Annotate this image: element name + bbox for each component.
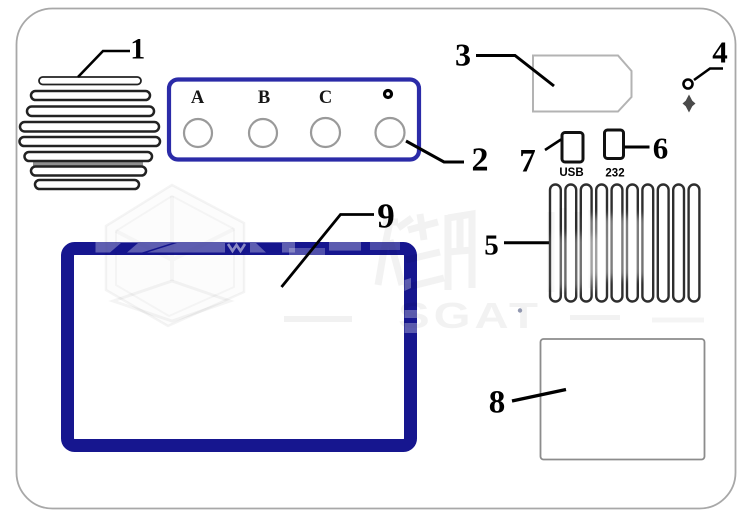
svg-text:4: 4 [712,35,728,70]
svg-text:7: 7 [519,144,536,180]
svg-text:2: 2 [472,142,489,179]
svg-text:8: 8 [489,385,506,421]
svg-text:SGAT: SGAT [398,295,542,336]
svg-text:1: 1 [130,33,145,66]
svg-text:232: 232 [605,168,624,180]
svg-text:B: B [258,88,270,108]
svg-text:5: 5 [484,230,499,262]
svg-text:6: 6 [653,131,669,166]
svg-text:A: A [191,88,205,108]
svg-text:C: C [319,88,332,108]
svg-text:USB: USB [559,167,583,179]
svg-text:3: 3 [455,37,471,73]
svg-text:9: 9 [377,197,395,236]
